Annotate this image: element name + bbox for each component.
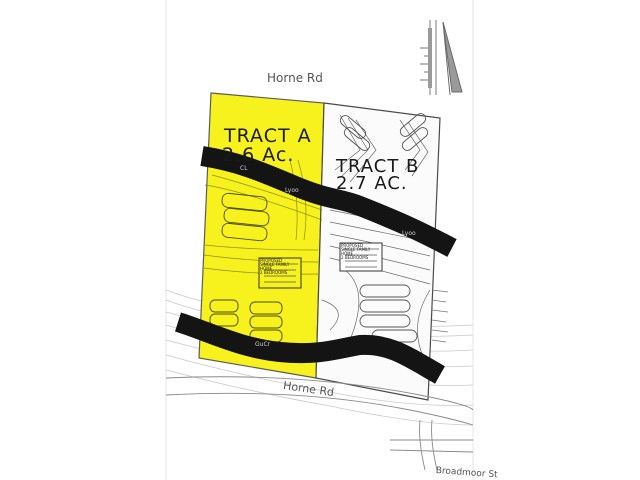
tract-a-building-note: PROPOSED SINGLE FAMILY HOME 2 BEDROOMS [260,258,290,275]
contour-label-upper-mid: Lyoo [285,187,299,194]
north-arrow-icon [429,20,463,96]
tract-a-name: TRACT A [224,125,312,147]
tract-a-home-box [258,257,302,289]
tract-b-name: TRACT B [336,156,420,177]
contour-label-upper-right: Lyoo [402,230,416,237]
tract-b-home-box [339,242,383,272]
road-label-top: Horne Rd [267,71,323,85]
tract-a-size: 2.6 Ac. [222,144,295,166]
scale-bar-icon [420,28,432,88]
contour-label-lower-left: GuCr [255,341,271,348]
soil-band-upper [200,146,457,257]
contour-label-upper-left: CL [240,165,248,172]
tract-b-size: 2.7 AC. [336,173,408,194]
tract-b-building-note: PROPOSED SINGLE FAMILY HOME 2 BEDROOMS [341,243,371,260]
soil-band-lower [174,312,445,384]
